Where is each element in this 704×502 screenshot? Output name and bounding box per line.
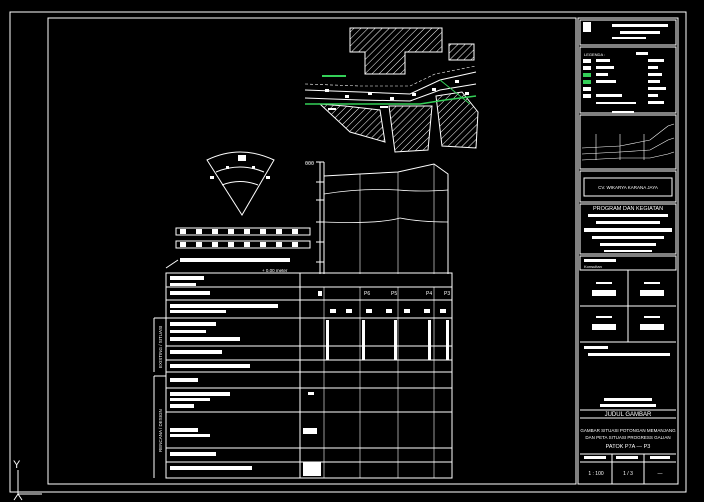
cross-section-fan <box>206 151 275 216</box>
ucs-y-label: Y <box>13 459 21 471</box>
svg-text:P4: P4 <box>426 291 432 297</box>
title-block-fills <box>583 22 673 459</box>
svg-text:P3: P3 <box>444 291 450 297</box>
profile-table-row-labels <box>170 276 321 476</box>
drawing-border-outer <box>9 11 687 493</box>
profile-table-marks <box>308 291 449 395</box>
section-design-label: RENCANA / DESIGN <box>158 409 163 452</box>
station-labels: P6 P5 P4 P3 <box>364 291 450 297</box>
key-plan-thumbnail <box>581 123 675 161</box>
ucs-icon <box>13 470 42 501</box>
svg-text:P6: P6 <box>364 291 370 297</box>
company-name: CV. WIKARYA KARANA JAYA <box>598 185 658 190</box>
svg-text:P5: P5 <box>391 291 397 297</box>
title-line-3: PATOK P7A — P3 <box>606 444 651 450</box>
sheet-number: 1 / 3 <box>623 471 633 477</box>
scale-text: + 0.00 meter <box>262 268 288 273</box>
scale-value: 1 : 100 <box>588 471 604 477</box>
drawing-border-inner <box>47 17 577 485</box>
legend-green-marks <box>583 73 591 84</box>
profile-data-table <box>153 272 453 479</box>
situation-map <box>304 27 479 153</box>
revision-value: — <box>658 471 663 477</box>
section-existing-label: EXISTING / SITUASI <box>158 326 163 368</box>
profile-top-elevation: 000 <box>305 161 314 167</box>
program-heading: PROGRAM DAN KEGIATAN <box>593 206 663 212</box>
legend-label: LEGENDA : <box>584 52 605 57</box>
title-heading: JUDUL GAMBAR <box>605 412 652 418</box>
consultant-label: Konsultan <box>584 264 602 269</box>
title-line-1: GAMBAR SITUASI POTONGAN MEMANJANG <box>580 428 676 433</box>
plan-strips <box>165 227 311 269</box>
title-line-2: DAN PETA SITUASI PROGRESS GALIAN <box>585 435 670 440</box>
long-profile-graph <box>316 161 449 274</box>
